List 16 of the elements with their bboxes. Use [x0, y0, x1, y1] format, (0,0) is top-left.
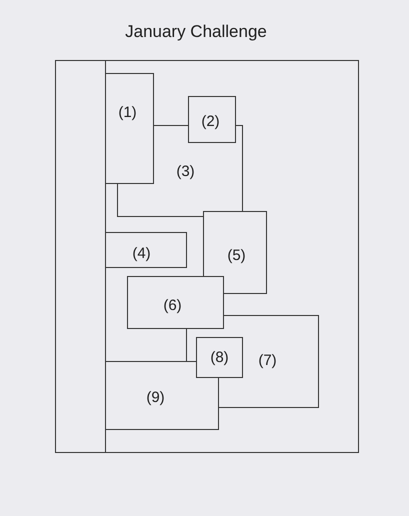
rectangle [127, 276, 224, 329]
number-label: (7) [258, 352, 277, 369]
number-label: (3) [176, 163, 195, 180]
number-label: (4) [132, 245, 151, 262]
number-label: (8) [210, 349, 229, 366]
number-label: (1) [118, 104, 137, 121]
page-frame [55, 60, 359, 453]
number-label: (2) [201, 113, 220, 130]
outlined-region [203, 211, 267, 294]
title: January Challenge [124, 22, 268, 42]
rectangle [105, 73, 154, 184]
number-label: (9) [146, 389, 165, 406]
number-label: (5) [227, 247, 246, 264]
number-label: (6) [163, 297, 182, 314]
outlined-region [186, 315, 319, 408]
rectangle [105, 232, 187, 268]
